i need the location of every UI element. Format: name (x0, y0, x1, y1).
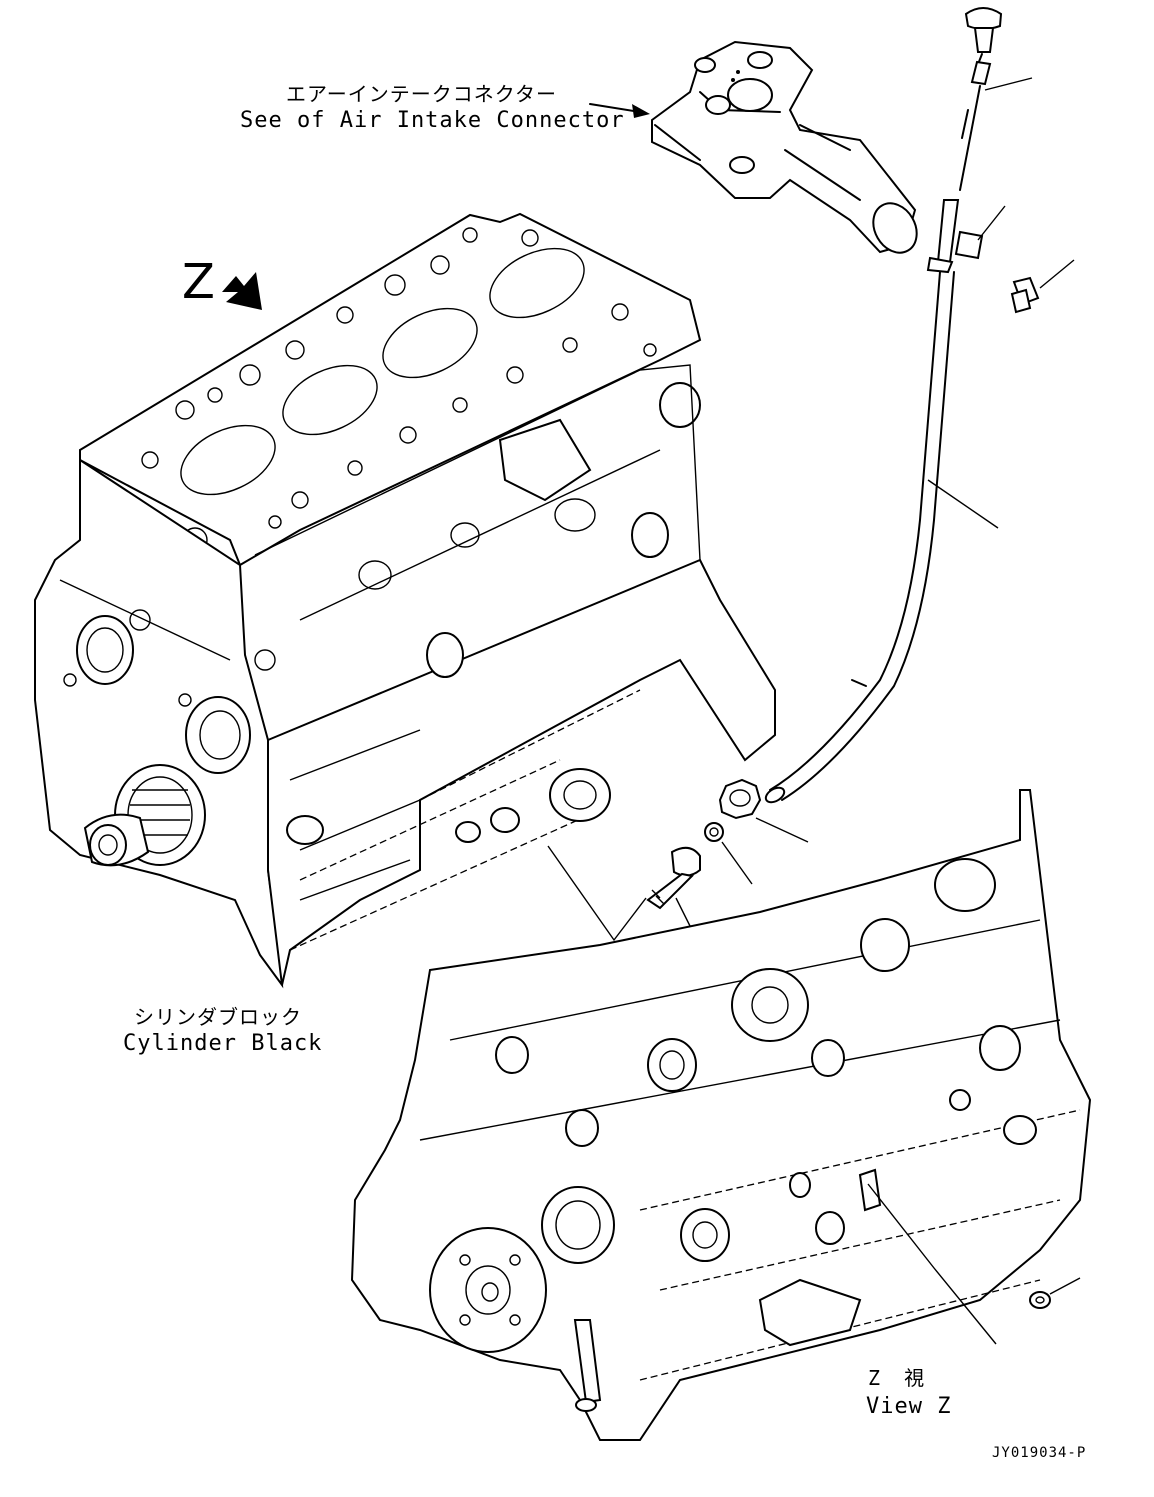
view-z-label-ja: Z 視 (868, 1366, 931, 1390)
intake-leader-arrow (589, 103, 650, 118)
view-marker-label: Z (182, 254, 215, 310)
view-z-block (350, 789, 1092, 1441)
drawing-code: JY019034-P (992, 1445, 1087, 1461)
view-z-arrow (222, 272, 262, 310)
air-intake-connector (651, 40, 918, 254)
cylinder-block-label-ja: シリンダブロック (134, 1005, 302, 1029)
union-fittings (547, 778, 809, 942)
air-intake-label-en: See of Air Intake Connector (240, 108, 625, 133)
view-z-label-en: View Z (866, 1394, 952, 1419)
cylinder-block-label-en: Cylinder Black (123, 1031, 323, 1056)
cylinder-block (34, 212, 776, 989)
dipstick-assembly (764, 7, 1075, 804)
air-intake-label-ja: エアーインテークコネクター (286, 82, 557, 106)
